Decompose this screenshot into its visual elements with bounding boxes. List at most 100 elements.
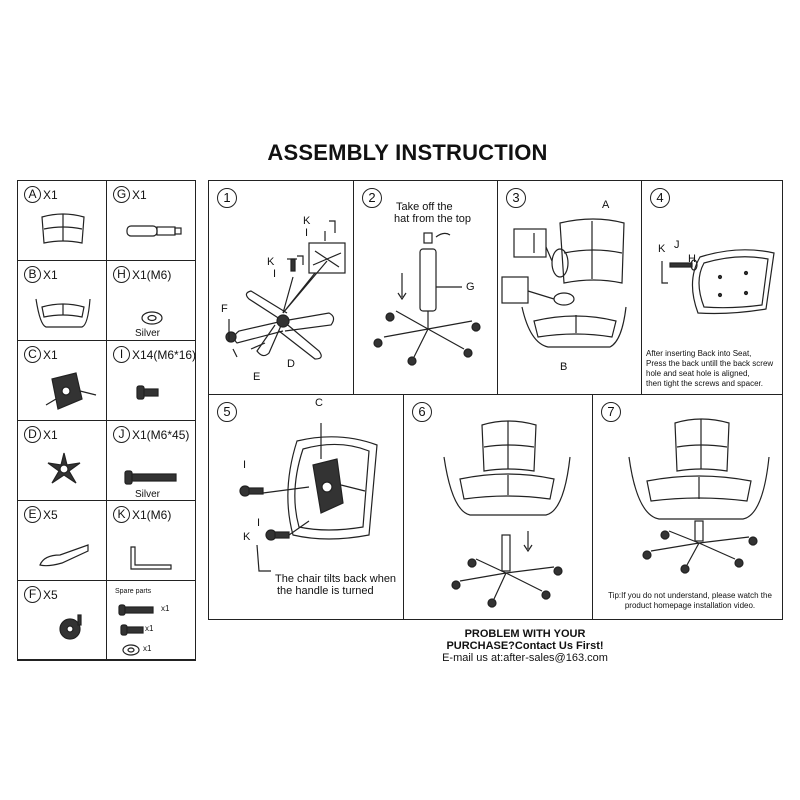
- steps-area: 1 K I K I F E D 2 Take of: [208, 180, 783, 620]
- part-letter: F: [24, 586, 41, 603]
- step-note: Press the back untill the back screw: [646, 359, 774, 368]
- step-note: then tight the screws and spacer.: [646, 379, 763, 388]
- spare-qty: x1: [143, 644, 152, 653]
- part-qty: X1(M6): [132, 507, 172, 522]
- step-label: H: [688, 253, 696, 265]
- caster-wheel-icon: [59, 614, 82, 640]
- step-3-panel: 3 A B: [497, 180, 642, 395]
- part-qty: X1: [43, 187, 58, 202]
- mechanism-attach-illustration: [239, 423, 378, 572]
- step-6-panel: 6: [403, 394, 593, 620]
- part-qty: X1: [43, 347, 58, 362]
- step-number: 6: [412, 402, 432, 422]
- part-letter: C: [24, 346, 41, 363]
- step-note: hole and seat hole is aligned,: [646, 369, 750, 378]
- step-caption: hat from the top: [394, 213, 472, 225]
- step-2-panel: 2 Take off the hat from the top G: [353, 180, 498, 395]
- step-label: K: [658, 243, 666, 255]
- step-label: J: [674, 239, 680, 251]
- step-label: G: [466, 281, 475, 293]
- spare-parts-title: Spare parts: [115, 588, 152, 595]
- base-leg-icon: [39, 544, 89, 567]
- part-letter: G: [113, 186, 130, 203]
- step-label: I: [273, 268, 277, 280]
- part-letter: I: [113, 346, 130, 363]
- spare-qty: x1: [145, 624, 154, 633]
- base-hub-icon: [47, 452, 81, 484]
- backrest-icon: [41, 213, 85, 244]
- step-label: K: [267, 256, 275, 268]
- step-label: C: [315, 397, 323, 409]
- page-title: ASSEMBLY INSTRUCTION: [267, 140, 548, 165]
- step-caption: The chair tilts back when: [275, 573, 397, 585]
- allen-key-icon: [130, 546, 172, 570]
- spare-parts-cell: Spare parts x1 x1 x1: [106, 580, 196, 661]
- part-qty: X1(M6*45): [132, 427, 190, 442]
- step-label: K: [243, 531, 251, 543]
- support-email: E-mail us at:after-sales@163.com: [442, 652, 608, 664]
- step-number: 5: [217, 402, 237, 422]
- step-number: 1: [217, 188, 237, 208]
- step-label: A: [602, 199, 610, 211]
- part-qty: X1: [43, 267, 58, 282]
- part-qty: X1: [132, 187, 147, 202]
- gas-lift-base-illustration: [373, 232, 481, 366]
- bolt-long-icon: [118, 604, 154, 616]
- base-assembly-illustration: [225, 220, 346, 360]
- step-number: 7: [601, 402, 621, 422]
- part-qty: X1(M6): [132, 267, 172, 282]
- part-letter: K: [113, 506, 130, 523]
- part-letter: B: [24, 266, 41, 283]
- step-1-panel: 1 K I K I F E D: [208, 180, 354, 395]
- step-label: F: [221, 303, 228, 315]
- step-4-panel: 4 K J H After inserting Back into Seat, …: [641, 180, 783, 395]
- gas-lift-icon: [126, 225, 182, 237]
- part-letter: J: [113, 426, 130, 443]
- bolt-short-icon: [120, 624, 144, 636]
- support-line: PROBLEM WITH YOUR: [464, 628, 586, 640]
- part-letter: D: [24, 426, 41, 443]
- chair-back-seat-illustration: [501, 218, 627, 348]
- support-line: PURCHASE?Contact Us First!: [446, 640, 604, 652]
- part-letter: E: [24, 506, 41, 523]
- step-7-panel: 7 Tip:If you do not understand, please w…: [592, 394, 783, 620]
- washer-icon: [122, 644, 140, 656]
- part-letter: A: [24, 186, 41, 203]
- step-label: I: [257, 517, 261, 529]
- part-qty: X14(M6*16): [132, 347, 197, 362]
- washer-icon: [141, 311, 163, 325]
- step-caption: Take off the: [396, 201, 453, 213]
- part-note: Silver: [135, 489, 161, 500]
- tilt-mechanism-icon: [45, 372, 97, 410]
- step-label: B: [560, 361, 568, 373]
- step-number: 3: [506, 188, 526, 208]
- bolt-short-icon: [136, 385, 159, 400]
- bolt-long-icon: [124, 470, 177, 485]
- step-label: I: [243, 459, 247, 471]
- part-letter: H: [113, 266, 130, 283]
- seat-icon: [35, 298, 91, 328]
- chair-on-base-illustration: [443, 420, 571, 608]
- tip-text: product homepage installation video.: [624, 601, 756, 610]
- seat-underside-illustration: [661, 249, 775, 315]
- step-label: I: [305, 227, 309, 239]
- step-5-panel: 5 C I I K The chair tilts back when the …: [208, 394, 404, 620]
- step-number: 4: [650, 188, 670, 208]
- spare-qty: x1: [161, 604, 170, 613]
- part-qty: X5: [43, 587, 58, 602]
- step-number: 2: [362, 188, 382, 208]
- part-qty: X1: [43, 427, 58, 442]
- step-label: K: [303, 215, 311, 227]
- tip-text: Tip:If you do not understand, please wat…: [608, 591, 772, 600]
